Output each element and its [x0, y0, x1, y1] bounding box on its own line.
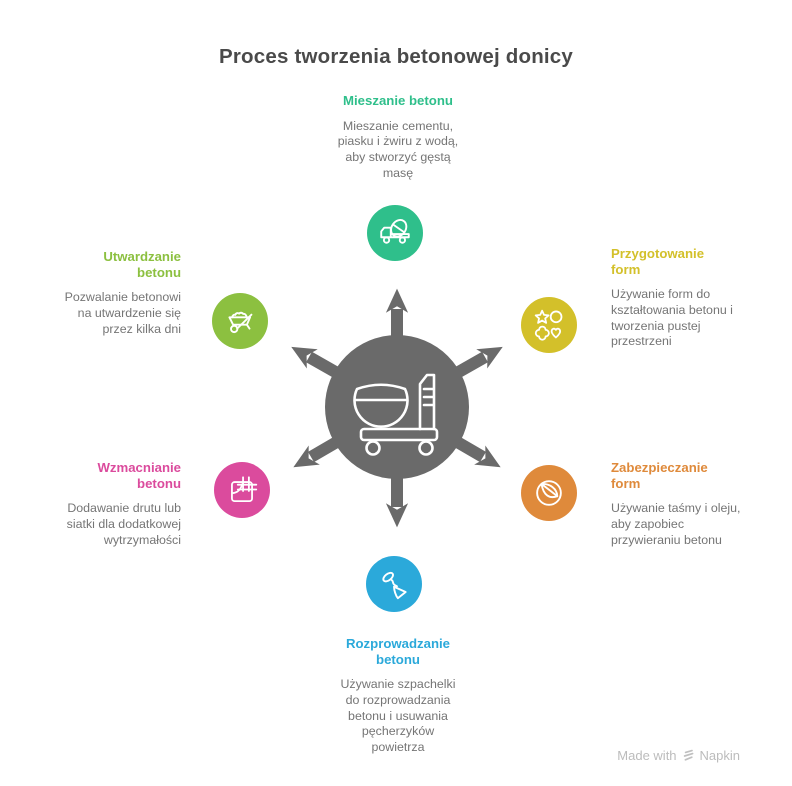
watermark-brand: Napkin — [699, 748, 740, 763]
node-icon-circle-mixing — [367, 205, 423, 261]
napkin-logo-icon — [683, 749, 693, 761]
node-title: Utwardzanie betonu — [103, 249, 181, 280]
watermark-label: Made with — [617, 748, 677, 763]
node-curing: Utwardzanie betonu Pozwalanie betonowi n… — [36, 249, 181, 337]
node-title: Mieszanie betonu — [343, 93, 453, 108]
node-forms-prep: Przygotowanie form Używanie form do kszt… — [611, 246, 763, 350]
tape-roll-icon — [536, 480, 562, 506]
trowel-icon — [382, 571, 407, 600]
node-title: Zabezpieczanie form — [611, 460, 708, 491]
node-description: Pozwalanie betonowi na utwardzenie się p… — [64, 290, 181, 336]
node-description: Dodawanie drutu lub siatki dla dodatkowe… — [66, 501, 181, 547]
node-icon-circle-forms-protect — [521, 465, 577, 521]
node-forms-protect: Zabezpieczanie form Używanie taśmy i ole… — [611, 460, 765, 548]
node-icon-circle-forms-prep — [521, 297, 577, 353]
reinforcement-mesh-icon — [231, 476, 258, 503]
hub-circle — [325, 335, 469, 479]
node-description: Używanie form do kształtowania betonu i … — [611, 287, 733, 349]
node-icon-circle-reinforcing — [214, 462, 270, 518]
node-mixing: Mieszanie betonu Mieszanie cementu, pias… — [308, 93, 488, 182]
hub-diagram — [291, 288, 503, 528]
node-title: Przygotowanie form — [611, 246, 705, 277]
node-description: Używanie taśmy i oleju, aby zapobiec prz… — [611, 501, 741, 547]
node-icon-circle-spreading — [366, 556, 422, 612]
concrete-mixer-truck-icon — [380, 219, 410, 244]
node-reinforcing: Wzmacnianie betonu Dodawanie drutu lub s… — [36, 460, 181, 548]
node-description: Mieszanie cementu, piasku i żwiru z wodą… — [337, 118, 459, 180]
napkin-watermark[interactable]: Made with Napkin — [617, 748, 740, 763]
wheelbarrow-icon — [228, 311, 253, 334]
node-description: Używanie szpachelki do rozprowadzania be… — [340, 677, 456, 755]
node-title: Wzmacnianie betonu — [97, 460, 181, 491]
node-spreading: Rozprowadzanie betonu Używanie szpachelk… — [312, 636, 484, 756]
concrete-mixer-icon — [353, 373, 439, 456]
shapes-icon — [534, 309, 563, 341]
page-title: Proces tworzenia betonowej donicy — [218, 45, 574, 68]
node-icon-circle-curing — [212, 293, 268, 349]
node-title: Rozprowadzanie betonu — [345, 636, 451, 667]
